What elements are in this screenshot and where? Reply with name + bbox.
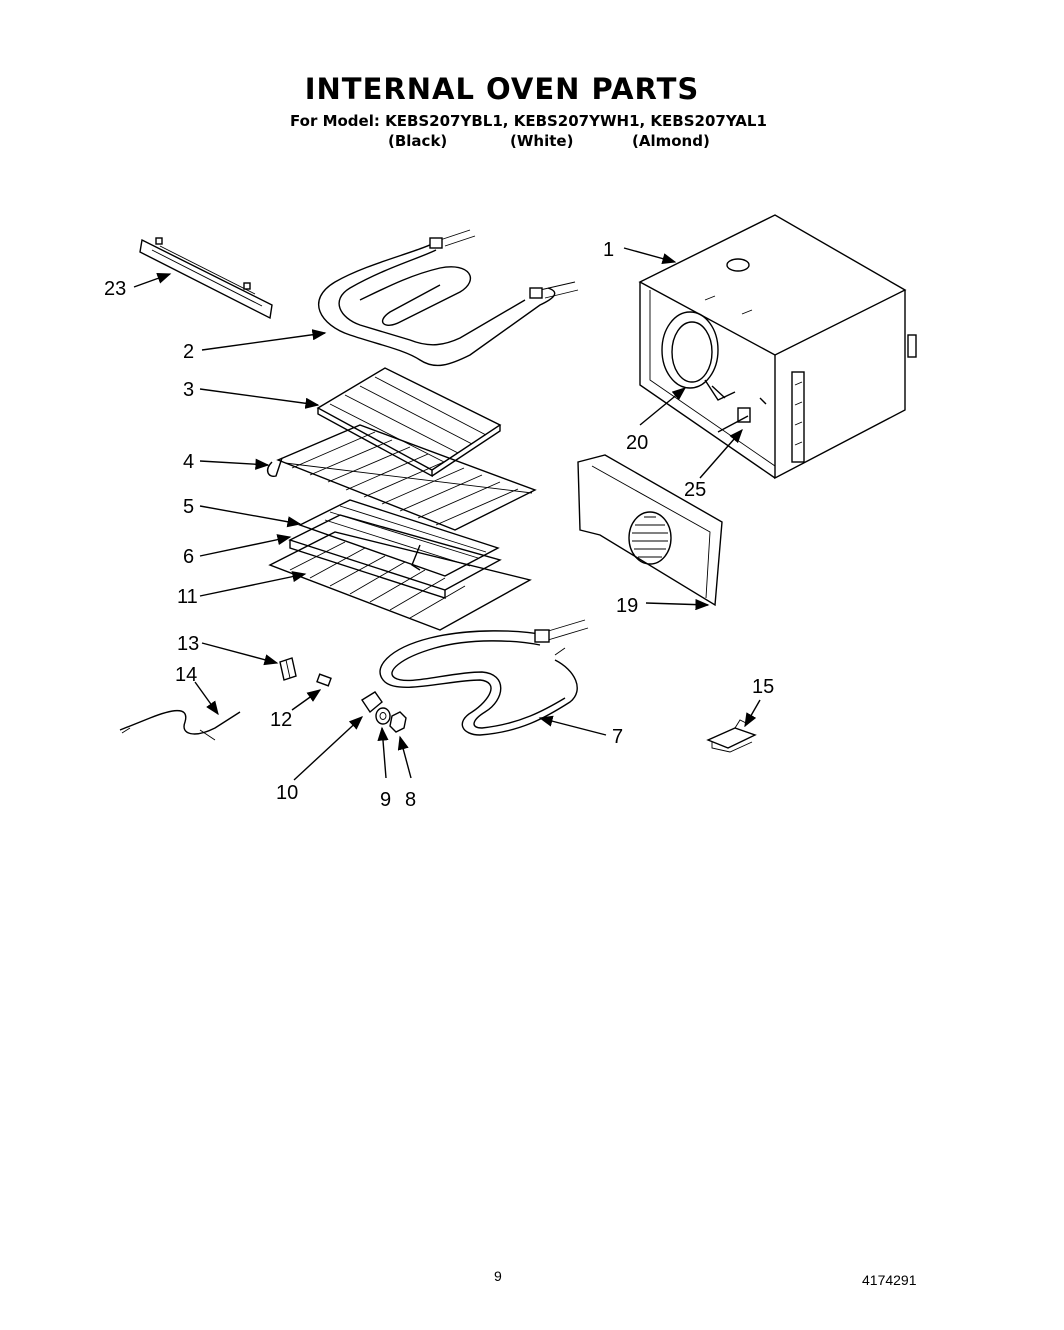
callout-7: 7	[612, 726, 623, 748]
part-10-bracket	[361, 691, 383, 714]
part-19-fan-cover	[577, 454, 723, 607]
document-number: 4174291	[862, 1272, 917, 1288]
model-line: For Model: KEBS207YBL1, KEBS207YWH1, KEB…	[290, 112, 767, 130]
callout-23: 23	[104, 278, 126, 300]
part-1-oven-cavity	[638, 214, 917, 480]
color-black-label: (Black)	[388, 132, 448, 150]
callout-4: 4	[183, 451, 194, 473]
callout-14: 14	[175, 664, 197, 686]
part-13-clip	[279, 657, 297, 681]
part-4-rack	[266, 424, 537, 531]
callout-5: 5	[183, 496, 194, 518]
callout-2: 2	[183, 341, 194, 363]
part-25-probe	[717, 397, 767, 433]
callout-15: 15	[752, 676, 774, 698]
part-2-broil-element	[317, 229, 579, 367]
part-11-broil-pan	[268, 514, 532, 631]
part-3-shield	[316, 367, 502, 478]
callout-11: 11	[177, 586, 198, 608]
color-white-label: (White)	[510, 132, 574, 150]
callout-20: 20	[626, 432, 648, 454]
page-title: INTERNAL OVEN PARTS	[304, 72, 700, 106]
callout-25: 25	[684, 479, 706, 501]
part-6-broil-pan-grid	[298, 499, 500, 577]
part-23-bracket	[139, 237, 273, 320]
callout-13: 13	[177, 633, 199, 655]
part-14-sensor	[119, 709, 241, 741]
page-number: 9	[494, 1268, 502, 1284]
color-almond-label: (Almond)	[632, 132, 710, 150]
part-12-insulator	[316, 673, 332, 687]
part-9-washer	[375, 707, 391, 725]
part-7-bake-element	[379, 619, 589, 736]
callout-8: 8	[405, 789, 416, 811]
part-20-convection-element	[661, 311, 736, 401]
part-8-nut	[389, 711, 407, 733]
part-15-bracket	[706, 719, 757, 753]
callout-19: 19	[616, 595, 638, 617]
leader-lines	[133, 247, 761, 781]
callout-10: 10	[276, 782, 298, 804]
callout-1: 1	[603, 239, 614, 261]
callout-6: 6	[183, 546, 194, 568]
callout-9: 9	[380, 789, 391, 811]
callout-3: 3	[183, 379, 194, 401]
callout-12: 12	[270, 709, 292, 731]
